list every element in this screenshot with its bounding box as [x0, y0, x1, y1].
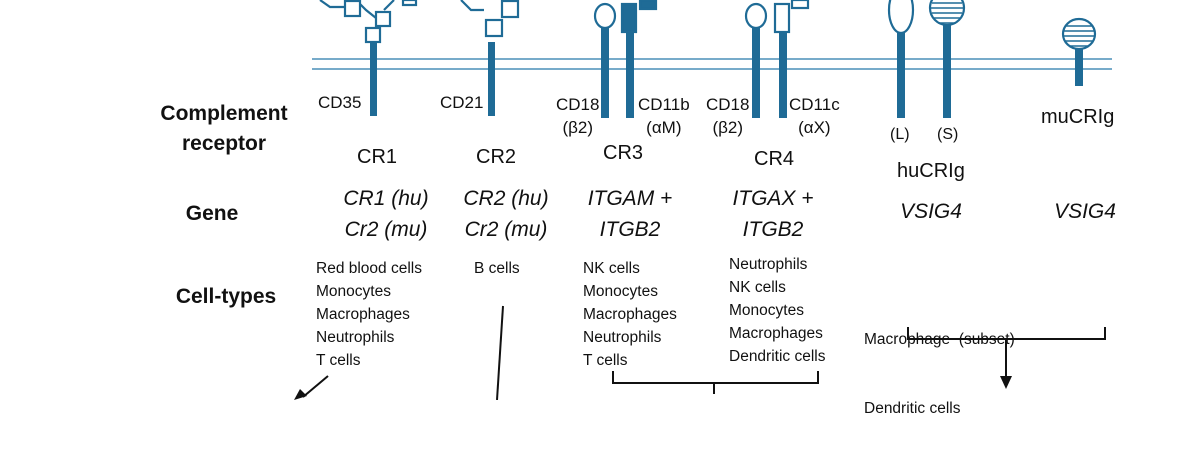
- cr4-chain-b-subunit: (αX): [798, 118, 831, 137]
- cr3-chain-a-label: CD18 (β2): [556, 93, 599, 139]
- cr4-chain-a-subunit: (β2): [712, 118, 744, 137]
- crig-brace: [907, 327, 1106, 376]
- cr3-cell-type: Neutrophils: [583, 329, 662, 346]
- cr2-cell-type: B cells: [474, 260, 520, 277]
- cr3-cell-type: Monocytes: [583, 283, 658, 300]
- cr1-cell-types: Red blood cells Monocytes Macrophages Ne…: [316, 257, 422, 372]
- cr2-name: CR2: [476, 146, 517, 168]
- crig-cell-types: Macrophage (subset) Dendritic cells: [864, 282, 1015, 466]
- cr1-cell-type: Monocytes: [316, 283, 391, 300]
- receptor-structures: [294, 0, 1112, 400]
- cr1-cell-type: T cells: [316, 352, 361, 369]
- row-label-gene: Gene: [185, 202, 239, 225]
- cr1-name: CR1: [357, 146, 398, 168]
- hucrig-name: huCRIg: [897, 160, 965, 182]
- crig-cell-type: Dendritic cells: [864, 400, 961, 417]
- cr2-gene: CR2 (hu) Cr2 (mu): [426, 183, 586, 245]
- cr2-gene-line2: Cr2 (mu): [464, 218, 548, 241]
- cr1-cell-type: Red blood cells: [316, 260, 422, 277]
- cr3-cell-type: Macrophages: [583, 306, 677, 323]
- cr1-gene-line1: CR1 (hu): [343, 187, 429, 210]
- cr4-chain-a-label: CD18 (β2): [706, 93, 749, 139]
- cr3-chain-a-subunit: (β2): [562, 118, 594, 137]
- cr3-gene-line2: ITGB2: [599, 218, 661, 241]
- cr3-name: CR3: [603, 142, 644, 164]
- cr4-receptor-shape: [744, 0, 810, 118]
- cr4-cell-type: Macrophages: [729, 325, 823, 342]
- cr4-cell-type: Neutrophils: [729, 256, 808, 273]
- cr4-name: CR4: [754, 148, 795, 170]
- cr1-cell-type: Neutrophils: [316, 329, 395, 346]
- hucrig-isoform-long: (L): [890, 126, 910, 143]
- cr1-cell-type: Macrophages: [316, 306, 410, 323]
- cr3-receptor-shape: [593, 0, 658, 118]
- row-label-cell-types: Cell-types: [175, 285, 277, 308]
- cr1-arrow-line: [302, 375, 329, 398]
- crig-cell-type: Macrophage (subset): [864, 331, 1015, 348]
- mucrig-name: muCRIg: [1041, 106, 1115, 128]
- cr4-cell-type: NK cells: [729, 279, 786, 296]
- cr4-chain-b-name: CD11c: [789, 95, 840, 114]
- cr3-gene-line1: ITGAM +: [587, 187, 673, 210]
- complement-receptor-diagram: Complement receptor Gene Cell-types CD35…: [124, 0, 1116, 417]
- hucrig-receptor-shape: [887, 0, 966, 118]
- cr4-chain-a-name: CD18: [706, 95, 750, 114]
- cr1-arrow-head: [294, 389, 307, 400]
- hucrig-gene: VSIG4: [900, 200, 962, 223]
- cr3-cell-type: T cells: [583, 352, 628, 369]
- cr1-gene: CR1 (hu) Cr2 (mu): [306, 183, 466, 245]
- cr1-receptor-shape: [319, 0, 418, 116]
- row-label-complement-receptor-line2: receptor: [181, 132, 267, 155]
- cr3-cr4-brace: [612, 371, 819, 394]
- cr4-gene-line2: ITGB2: [742, 218, 804, 241]
- hucrig-isoform-short: (S): [937, 126, 959, 143]
- cr3-gene: ITGAM + ITGB2: [550, 183, 710, 245]
- cr1-chain-label: CD35: [318, 93, 362, 112]
- cr4-cell-type: Monocytes: [729, 302, 804, 319]
- cr2-down-line: [496, 305, 504, 400]
- cr3-chain-b-name: CD11b: [638, 95, 690, 114]
- cr2-receptor-shape: [460, 0, 520, 116]
- cr2-gene-line1: CR2 (hu): [463, 187, 549, 210]
- cr4-gene-line1: ITGAX +: [732, 187, 814, 210]
- row-label-complement-receptor-line1: Complement: [160, 102, 288, 125]
- cr4-cell-type: Dendritic cells: [729, 348, 826, 365]
- cr3-chain-b-subunit: (αM): [646, 118, 682, 137]
- cr3-chain-b-label: CD11b (αM): [638, 93, 690, 139]
- cr2-chain-label: CD21: [440, 93, 484, 112]
- cr3-cell-types: NK cells Monocytes Macrophages Neutrophi…: [583, 257, 677, 372]
- mucrig-receptor-shape: [1061, 17, 1097, 86]
- mucrig-gene: VSIG4: [1054, 200, 1116, 223]
- cr4-cell-types: Neutrophils NK cells Monocytes Macrophag…: [729, 253, 825, 368]
- row-label-complement-receptor: Complement receptor: [124, 99, 324, 159]
- cr2-cell-types: B cells: [474, 257, 520, 280]
- cr1-gene-line2: Cr2 (mu): [344, 218, 428, 241]
- cr4-gene: ITGAX + ITGB2: [693, 183, 853, 245]
- cr4-chain-b-label: CD11c (αX): [789, 93, 840, 139]
- cr3-cell-type: NK cells: [583, 260, 640, 277]
- annotation-lines: [294, 305, 1106, 400]
- cr3-chain-a-name: CD18: [556, 95, 600, 114]
- crig-arrow-head: [1000, 376, 1012, 389]
